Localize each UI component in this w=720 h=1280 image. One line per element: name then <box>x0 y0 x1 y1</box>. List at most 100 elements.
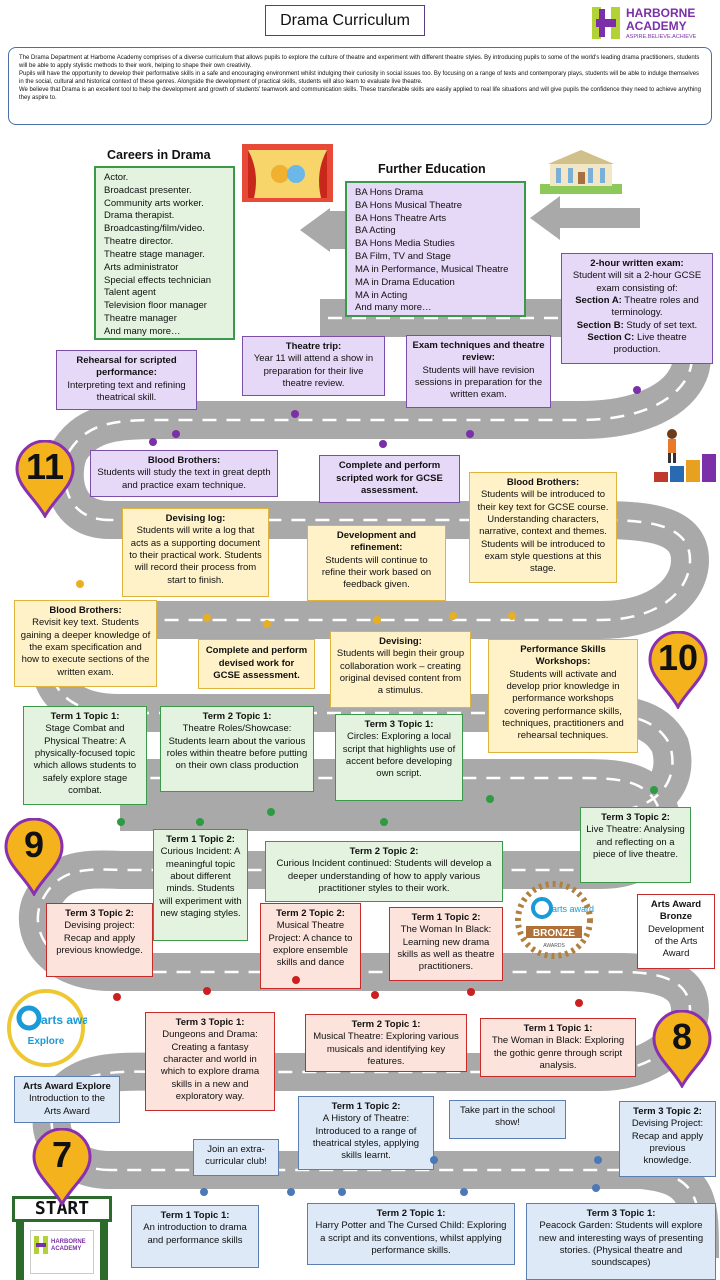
y9-term1-topic1: Term 1 Topic 1:Stage Combat and Physical… <box>23 706 147 805</box>
section-text: Live theatre production. <box>613 332 687 356</box>
section-label: Section B: <box>576 319 624 331</box>
y8-term1-topic2: Term 1 Topic 2:The Woman In Black: Learn… <box>389 907 503 981</box>
box-text: Musical Theatre: Exploring various music… <box>313 1031 459 1068</box>
y8-term2-topic2: Term 2 Topic 2:Musical Theatre Project: … <box>260 903 361 989</box>
box-heading: Devising log: <box>165 513 226 524</box>
career-item: Talent agent <box>104 287 156 299</box>
box-text: The Woman in Black: Exploring the gothic… <box>491 1035 625 1072</box>
year-number: 11 <box>25 446 65 487</box>
road-marker <box>196 818 204 826</box>
road-marker <box>449 612 457 620</box>
logo-name2: ACADEMY <box>51 1246 82 1252</box>
box-text: Stage Combat and Physical Theatre: A phy… <box>33 723 137 797</box>
arrow-to-further-education <box>530 196 640 240</box>
year-9-pin: 9 <box>4 818 64 896</box>
box-text: Theatre Roles/Showcase: Students learn a… <box>166 723 308 772</box>
explore-sub: Explore <box>28 1036 65 1047</box>
arts-award-bronze-badge: arts award BRONZE AWARDS <box>515 881 594 959</box>
intro-paragraph: Pupils will have the opportunity to deve… <box>19 71 700 86</box>
road-marker <box>338 1188 346 1196</box>
y10-blood-brothers-revisit: Blood Brothers:Revisit key text. Student… <box>14 600 157 687</box>
explore-brand: arts award <box>41 1013 87 1027</box>
road-marker <box>263 620 271 628</box>
box-heading: Complete and perform scripted work for G… <box>336 460 443 497</box>
box-heading: Theatre trip: <box>285 341 342 352</box>
road-marker <box>203 987 211 995</box>
road-marker <box>508 612 516 620</box>
y11-theatre-trip: Theatre trip:Year 11 will attend a show … <box>242 336 385 396</box>
box-heading: Term 3 Topic 2: <box>601 812 670 823</box>
road-marker <box>430 1156 438 1164</box>
career-item: Drama therapist. <box>104 210 175 222</box>
box-text: The Woman In Black: Learning new drama s… <box>397 924 495 973</box>
box-heading: Blood Brothers: <box>506 477 580 488</box>
intro-panel: The Drama Department at Harborne Academy… <box>8 47 712 125</box>
box-text: Revisit key text. Students gaining a dee… <box>20 617 151 678</box>
section-label: Section C: <box>587 332 635 344</box>
further-item: BA Acting <box>355 225 396 237</box>
box-text: Peacock Garden: Students will explore ne… <box>538 1220 704 1269</box>
year-10-pin: 10 <box>648 631 708 709</box>
box-text: Introduction to the Arts Award <box>28 1093 106 1117</box>
y10-blood-brothers-intro: Blood Brothers:Students will be introduc… <box>469 472 617 583</box>
further-item: BA Hons Drama <box>355 187 424 198</box>
school-logo: HARBORNE ACADEMY ASPIRE.BELIEVE.ACHIEVE <box>590 5 710 45</box>
road-marker <box>371 991 379 999</box>
box-text: Students will activate and develop prior… <box>502 668 624 742</box>
box-heading: Term 1 Topic 1: <box>50 711 120 722</box>
box-heading: Blood Brothers: <box>147 455 221 466</box>
box-text: Join an extra-curricular club! <box>205 1144 267 1168</box>
further-item: BA Hons Theatre Arts <box>355 212 447 224</box>
box-heading: Term 1 Topic 1: <box>160 1210 230 1221</box>
y7-term3-topic1: Term 3 Topic 1:Peacock Garden: Students … <box>526 1203 716 1280</box>
y8-term2-topic1: Term 2 Topic 1:Musical Theatre: Explorin… <box>305 1014 467 1072</box>
box-heading: Term 1 Topic 2: <box>411 912 481 923</box>
box-heading: Performance Skills Workshops: <box>520 644 606 668</box>
year-number: 7 <box>51 1134 73 1175</box>
careers-list: Actor. Broadcast presenter. Community ar… <box>94 166 235 340</box>
box-heading: 2-hour written exam: <box>590 258 684 269</box>
box-heading: Term 1 Topic 2: <box>166 834 235 845</box>
box-heading: Arts Award Bronze <box>650 899 702 923</box>
box-text: Students will have revision sessions in … <box>414 364 543 401</box>
road-marker <box>287 1188 295 1196</box>
road-marker <box>76 580 84 588</box>
box-text: Harry Potter and The Cursed Child: Explo… <box>315 1220 507 1257</box>
box-text: Curious Incident continued: Students wil… <box>276 858 492 895</box>
books-student-icon <box>654 429 716 482</box>
career-item: Theatre director. <box>104 236 174 248</box>
career-item: Arts administrator <box>104 261 179 273</box>
y11-written-exam: 2-hour written exam: Student will sit a … <box>561 253 713 364</box>
career-item: Theatre stage manager. <box>104 248 205 260</box>
box-text: A History of Theatre: Introduced to a ra… <box>312 1113 420 1162</box>
road-marker <box>380 818 388 826</box>
further-item: MA in Drama Education <box>355 276 455 288</box>
y7-school-show: Take part in the school show! <box>449 1100 566 1139</box>
careers-heading: Careers in Drama <box>107 148 211 162</box>
road-marker <box>594 1156 602 1164</box>
bronze-level: BRONZE <box>533 928 576 939</box>
further-item: BA Hons Media Studies <box>355 238 455 250</box>
logo-mark-icon <box>34 1236 48 1254</box>
road-marker <box>650 786 658 794</box>
box-text: Dungeons and Drama: Creating a fantasy c… <box>160 1029 260 1103</box>
y8-term1-topic1: Term 1 Topic 1:The Woman in Black: Explo… <box>480 1018 636 1077</box>
year-number: 8 <box>671 1016 693 1057</box>
arts-award-explore-badge: arts award Explore <box>7 989 87 1067</box>
box-text: Students will begin their group collabor… <box>336 648 465 697</box>
box-heading: Term 2 Topic 1: <box>351 1019 421 1030</box>
career-item: And many more… <box>104 325 181 337</box>
box-heading: Development and refinement: <box>336 530 417 554</box>
intro-paragraph: We believe that Drama is an excellent to… <box>19 87 701 102</box>
box-text: Development of the Arts Award <box>648 923 704 960</box>
y9-term3-topic2: Term 3 Topic 2:Live Theatre: Analysing a… <box>580 807 691 883</box>
y9-term1-topic2: Term 1 Topic 2:Curious Incident: A meani… <box>153 829 248 941</box>
box-text: Circles: Exploring a local script that h… <box>342 731 456 780</box>
y7-term1-topic1: Term 1 Topic 1:An introduction to drama … <box>131 1205 259 1268</box>
career-item: Television floor manager <box>104 300 207 312</box>
bronze-brand: arts award <box>552 904 594 914</box>
box-heading: Term 3 Topic 2: <box>633 1106 702 1117</box>
section-b: Section B: Study of set text. <box>567 320 707 332</box>
